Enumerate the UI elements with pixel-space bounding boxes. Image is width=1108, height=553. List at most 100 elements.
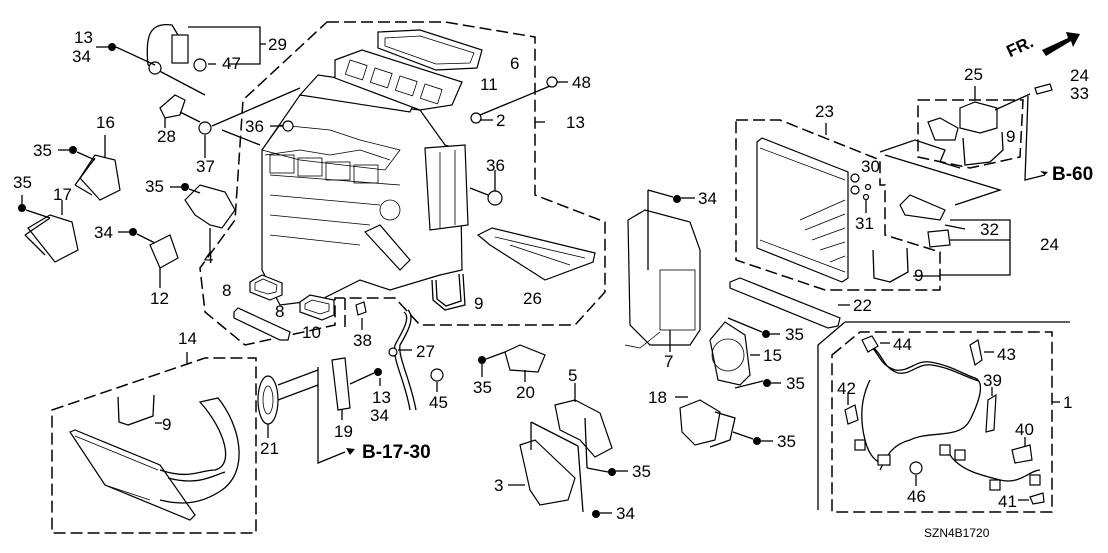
callout-19: 19 — [334, 422, 353, 441]
nut-45-part — [430, 368, 444, 392]
callout-32: 32 — [980, 220, 999, 239]
callout-5: 5 — [568, 366, 578, 385]
callout-44: 44 — [893, 335, 912, 354]
sensor-29-part — [146, 23, 266, 96]
harness-clips — [844, 335, 1045, 505]
reference-b-17-30[interactable]: B-17-30 — [362, 442, 431, 463]
callout-8: 8 — [222, 281, 232, 300]
callout-7: 7 — [664, 352, 674, 371]
callout-15: 15 — [763, 346, 782, 365]
callout-29: 29 — [268, 35, 287, 54]
callout-31: 31 — [855, 214, 874, 233]
callout-27: 27 — [416, 342, 435, 361]
callout-9: 9 — [474, 294, 484, 313]
callout-34: 34 — [72, 47, 91, 66]
callout-37: 37 — [196, 157, 215, 176]
callout-22: 22 — [853, 296, 872, 315]
callout-33: 33 — [1070, 84, 1089, 103]
callout-13: 13 — [372, 388, 391, 407]
callout-41: 41 — [998, 492, 1017, 511]
callout-35: 35 — [33, 141, 52, 160]
callout-9: 9 — [162, 415, 172, 434]
callout-13: 13 — [566, 113, 585, 132]
actuator-17-part — [18, 195, 79, 263]
callout-34: 34 — [616, 504, 635, 523]
callout-3: 3 — [494, 476, 504, 495]
bracket-9-a — [431, 273, 466, 311]
clip-38-part — [355, 301, 367, 330]
callout-25: 25 — [964, 65, 983, 84]
bracket-19-part — [331, 357, 382, 420]
filter-22-part — [729, 277, 850, 329]
callout-10: 10 — [302, 323, 321, 342]
callout-28: 28 — [157, 127, 176, 146]
heater-unit-group-outline — [199, 21, 606, 346]
diagram-code: SZN4B1720 — [924, 526, 990, 540]
heater-case-part — [261, 74, 469, 306]
resistor-20-part — [478, 344, 546, 382]
heater-core-group-outline — [51, 352, 257, 534]
callout-34: 34 — [94, 223, 113, 242]
fasteners-2-48 — [470, 76, 568, 124]
callout-13: 13 — [74, 28, 93, 47]
pipe-connector-part — [879, 139, 1011, 276]
callout-36: 36 — [486, 156, 505, 175]
callout-30: 30 — [861, 157, 880, 176]
callout-24: 24 — [1040, 235, 1059, 254]
callout-39: 39 — [983, 371, 1002, 390]
seal-frame-11 — [334, 49, 463, 111]
callout-47: 47 — [222, 54, 241, 73]
callout-35: 35 — [786, 374, 805, 393]
gasket-10 — [233, 307, 291, 341]
callout-46: 46 — [907, 487, 926, 506]
callout-48: 48 — [572, 73, 591, 92]
callout-35: 35 — [632, 462, 651, 481]
callout-36: 36 — [245, 117, 264, 136]
wire-harness-1-part — [854, 344, 1041, 491]
actuator-18-part — [675, 396, 773, 448]
callout-4: 4 — [204, 248, 214, 267]
front-direction-arrow — [1042, 32, 1080, 56]
housing-7-part — [624, 189, 701, 352]
duct-5-part — [554, 383, 628, 476]
gasket-8-a — [249, 274, 283, 301]
callout-34: 34 — [698, 189, 717, 208]
callout-18: 18 — [648, 388, 667, 407]
cover-26-part — [476, 227, 596, 281]
reference-b-60[interactable]: B-60 — [1052, 164, 1094, 185]
clip-36-b — [469, 170, 503, 206]
evaporator-group-outline — [735, 119, 941, 291]
actuator-16-part — [58, 135, 121, 201]
valve-25-part — [927, 83, 1053, 141]
callout-9: 9 — [1006, 127, 1016, 146]
callout-8: 8 — [275, 302, 285, 321]
callout-2: 2 — [496, 111, 506, 130]
sensor-12-part — [118, 228, 179, 288]
callout-1: 1 — [1063, 393, 1073, 412]
callout-12: 12 — [150, 289, 169, 308]
motor-15-part — [709, 317, 781, 389]
callout-34: 34 — [370, 406, 389, 425]
callout-17: 17 — [53, 185, 72, 204]
b1730-arrow — [346, 448, 355, 455]
callout-11: 11 — [480, 75, 498, 94]
callout-35: 35 — [145, 177, 164, 196]
b60-arrow — [1040, 171, 1048, 175]
actuator-3-part — [508, 421, 612, 518]
heater-core-14-part — [69, 397, 240, 521]
callout-23: 23 — [815, 102, 834, 121]
valve-group-outline — [917, 86, 1046, 181]
callout-35: 35 — [785, 325, 804, 344]
callout-20: 20 — [516, 383, 535, 402]
callout-38: 38 — [353, 331, 372, 350]
seal-frame-6 — [377, 29, 483, 71]
callout-21: 21 — [260, 439, 279, 458]
callout-6: 6 — [510, 54, 520, 73]
callout-35: 35 — [777, 432, 796, 451]
harness-group-outline — [817, 321, 1070, 513]
callout-35: 35 — [473, 378, 492, 397]
bracket-9-c — [872, 247, 940, 283]
nut-37-part — [198, 87, 301, 158]
callout-26: 26 — [523, 289, 542, 308]
